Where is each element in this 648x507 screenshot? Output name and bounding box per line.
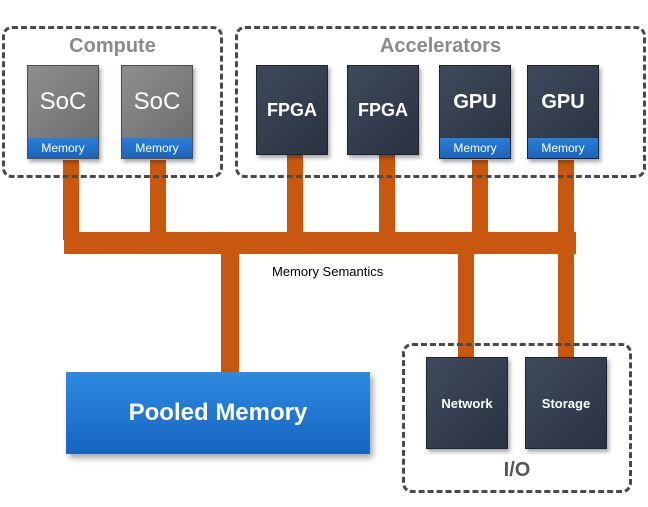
storage-label: Storage <box>541 395 591 411</box>
storage-device: Storage <box>525 357 607 449</box>
memory-strip: Memory <box>28 138 98 158</box>
soc-label: SoC <box>39 88 87 115</box>
bus-horizontal <box>64 232 576 254</box>
memory-semantics-label: Memory Semantics <box>272 264 384 279</box>
soc-label: SoC <box>133 88 181 115</box>
bus-drop-soc2 <box>150 160 166 240</box>
gpu-label: GPU <box>453 90 497 113</box>
bus-drop-soc1 <box>63 160 79 240</box>
pooled-memory-block: Pooled Memory <box>66 372 370 454</box>
memory-strip: Memory <box>122 138 192 158</box>
io-title: I/O <box>503 459 531 481</box>
soc-chip-1: SoC Memory <box>27 65 99 159</box>
bus-to-storage <box>558 240 574 360</box>
gpu-chip-2: GPU Memory <box>527 65 599 159</box>
fpga-label: FPGA <box>357 99 408 120</box>
io-group: I/O <box>402 343 632 493</box>
bus-drop-gpu2 <box>558 160 574 240</box>
fpga-chip-1: FPGA <box>256 65 328 155</box>
compute-group: Compute <box>2 26 223 178</box>
gpu-label: GPU <box>541 90 585 113</box>
memory-strip: Memory <box>528 138 598 158</box>
memory-strip: Memory <box>440 138 510 158</box>
bus-to-pooled-memory <box>221 240 239 376</box>
bus-to-network <box>458 240 474 360</box>
fpga-chip-2: FPGA <box>347 65 419 155</box>
network-device: Network <box>426 357 508 449</box>
fpga-label: FPGA <box>266 99 317 120</box>
bus-drop-gpu1 <box>472 160 488 240</box>
compute-title: Compute <box>69 35 156 57</box>
network-label: Network <box>441 395 493 411</box>
accelerators-title: Accelerators <box>379 35 502 57</box>
soc-chip-2: SoC Memory <box>121 65 193 159</box>
accelerators-group: Accelerators <box>235 26 646 178</box>
gpu-chip-1: GPU Memory <box>439 65 511 159</box>
